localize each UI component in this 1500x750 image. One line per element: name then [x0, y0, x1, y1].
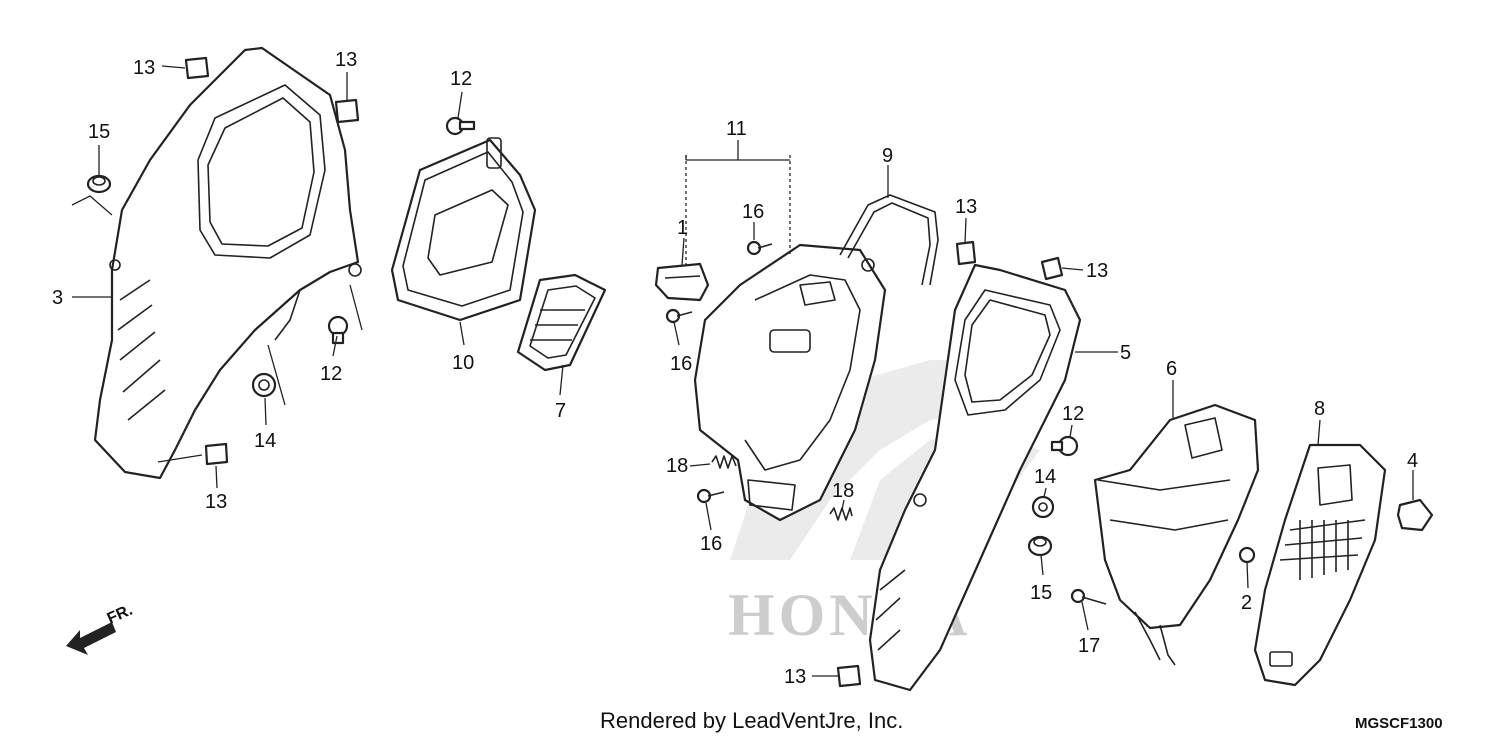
label-6: 6 [1166, 358, 1177, 380]
grommet-15b-icon [1027, 535, 1053, 557]
label-18-center: 18 [832, 480, 854, 502]
label-5: 5 [1120, 342, 1131, 364]
part-1-clip [654, 262, 710, 302]
part-9-seal-strip [839, 194, 939, 286]
grommet-15a-icon [86, 174, 112, 194]
spring-18b-icon [829, 507, 853, 521]
label-8: 8 [1314, 398, 1325, 420]
bolt-12c-icon [1050, 435, 1079, 457]
label-13-bottom: 13 [784, 666, 806, 688]
label-11: 11 [726, 118, 747, 140]
spring-18a-icon [711, 455, 737, 469]
part-11-cover [693, 243, 887, 522]
part-10-duct-frame [390, 137, 537, 322]
clip-13d-icon [955, 240, 977, 266]
part-6-duct-box [1093, 403, 1260, 666]
label-14-left: 14 [254, 430, 276, 452]
screw-16c-icon [696, 488, 725, 504]
clip-13a-icon [184, 56, 210, 80]
label-3: 3 [52, 287, 63, 309]
nut-14b-icon [1031, 495, 1055, 519]
front-arrow-icon [66, 622, 116, 655]
label-15-right: 15 [1030, 582, 1052, 604]
label-13-bottom-left: 13 [205, 491, 227, 513]
bolt-12a-icon [445, 116, 476, 136]
part-8-side-panel [1253, 443, 1387, 687]
label-13-center: 13 [955, 196, 977, 218]
clip-13f-icon [836, 664, 862, 688]
label-15-left: 15 [88, 121, 110, 143]
part-3-inner-panel [93, 46, 362, 480]
label-16-bottom: 16 [700, 533, 722, 555]
bolt-12b-icon [327, 315, 349, 345]
label-12-right: 12 [1062, 403, 1084, 425]
label-16-top: 16 [742, 201, 764, 223]
label-12-left: 12 [320, 363, 342, 385]
screw-16a-icon [746, 240, 773, 256]
front-label: FR. [105, 602, 135, 628]
label-9: 9 [882, 145, 893, 167]
clip-13c-icon [204, 442, 229, 466]
part-7-grille [516, 273, 607, 372]
label-1: 1 [677, 217, 688, 239]
clip-4-icon [1396, 498, 1434, 532]
fasteners [86, 56, 1434, 688]
nut-2-icon [1238, 546, 1256, 564]
front-direction-indicator: FR. [66, 602, 135, 655]
label-12-top: 12 [450, 68, 472, 90]
part-labels: 13 13 15 3 12 12 14 13 10 7 11 1 16 16 1… [52, 49, 1418, 688]
label-14-right: 14 [1034, 466, 1056, 488]
leader-lines [71, 65, 1414, 677]
label-2: 2 [1241, 592, 1252, 614]
label-17: 17 [1078, 635, 1100, 657]
diagram-code: MGSCF1300 [1355, 715, 1443, 732]
label-4: 4 [1407, 450, 1418, 472]
nut-14a-icon [251, 372, 277, 398]
render-credit: Rendered by LeadVentJre, Inc. [600, 708, 904, 733]
clip-13e-icon [1040, 256, 1064, 281]
label-13-right: 13 [1086, 260, 1108, 282]
label-13-top-left: 13 [133, 57, 155, 79]
part-5-side-cover [868, 263, 1082, 692]
clip-13b-icon [334, 98, 360, 124]
label-18-left: 18 [666, 455, 688, 477]
label-10: 10 [452, 352, 474, 374]
label-16-mid: 16 [670, 353, 692, 375]
label-13-top-mid: 13 [335, 49, 357, 71]
label-7: 7 [555, 400, 566, 422]
screw-16b-icon [665, 308, 693, 324]
screw-17-icon [1070, 588, 1107, 605]
